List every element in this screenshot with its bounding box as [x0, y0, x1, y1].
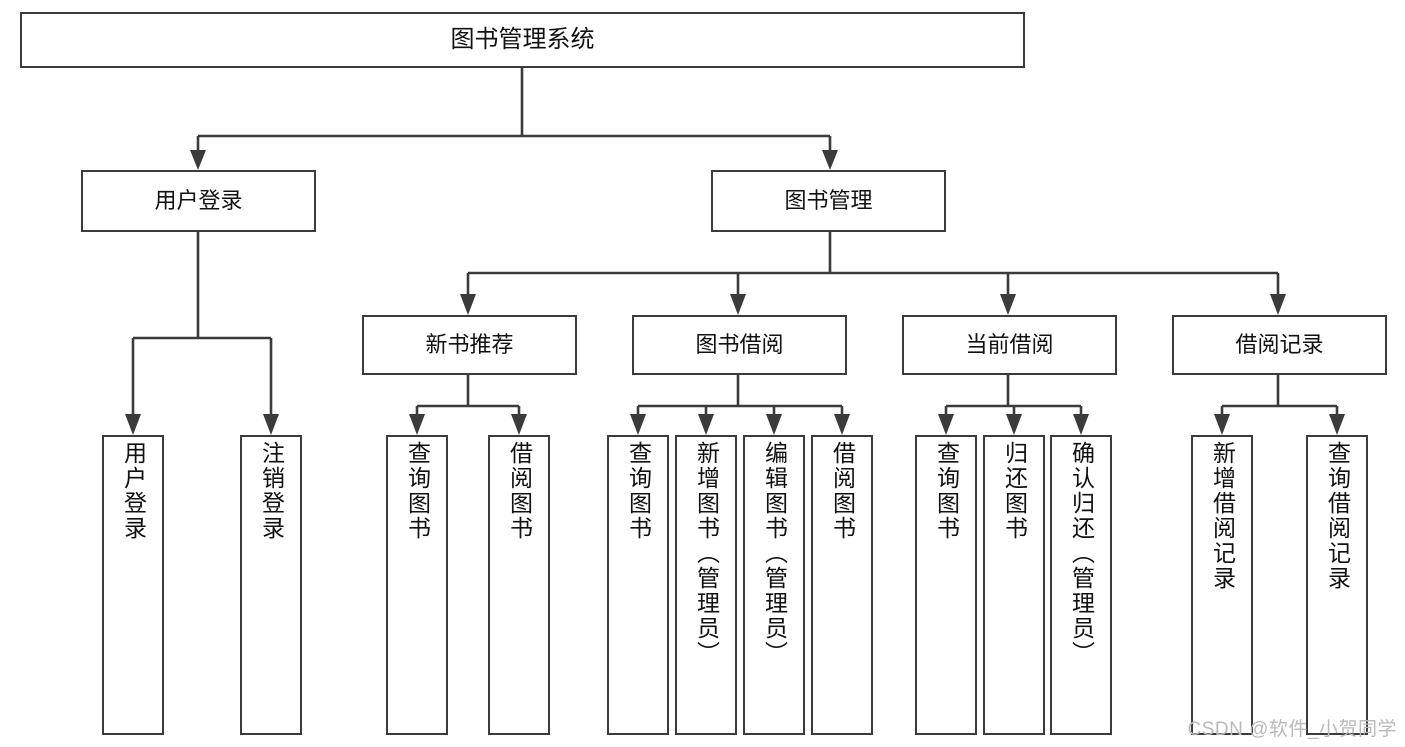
node-label: 借阅图书 — [829, 441, 856, 541]
arrow-borrowrecord — [1270, 294, 1286, 315]
node-label: 归还图书 — [1001, 441, 1028, 541]
arrow-bookmgmt — [822, 150, 838, 170]
node-label: 确认归还（管理员） — [1068, 441, 1095, 666]
node-label: 查询图书 — [625, 441, 652, 541]
node-label: 借阅记录 — [1235, 332, 1324, 358]
node-label: 图书借阅 — [695, 332, 784, 358]
arrow-leaf-bb-query — [630, 414, 646, 435]
node-label: 借阅图书 — [506, 441, 533, 541]
arrow-currentborrow — [1000, 294, 1016, 315]
node-borrow-record[interactable]: 借阅记录 — [1172, 315, 1387, 375]
node-label: 当前借阅 — [965, 332, 1054, 358]
node-label: 注销登录 — [258, 441, 285, 541]
node-label: 新增图书（管理员） — [693, 441, 720, 666]
arrow-leaf-bb-edit — [766, 414, 782, 435]
node-label: 图书管理系统 — [450, 25, 595, 53]
arrow-userlogin — [190, 150, 206, 170]
csdn-watermark: CSDN @软件_小贺同学 — [1187, 719, 1397, 740]
arrow-newbook — [460, 294, 476, 315]
arrow-leaf-user-logout — [263, 414, 279, 435]
leaf-borrowrecord-query-record[interactable]: 查询借阅记录 — [1306, 435, 1368, 735]
arrow-leaf-cb-confirm — [1073, 414, 1089, 435]
node-book-management[interactable]: 图书管理 — [711, 170, 946, 232]
arrow-leaf-cb-return — [1006, 414, 1022, 435]
node-current-borrow[interactable]: 当前借阅 — [902, 315, 1117, 375]
node-book-borrow[interactable]: 图书借阅 — [632, 315, 847, 375]
node-label: 用户登录 — [120, 441, 147, 541]
arrow-bookborrow — [730, 294, 746, 315]
arrow-leaf-br-query — [1329, 414, 1345, 435]
node-label: 查询图书 — [404, 441, 431, 541]
leaf-bookborrow-query-book[interactable]: 查询图书 — [607, 435, 669, 735]
leaf-newbook-borrow-book[interactable]: 借阅图书 — [488, 435, 550, 735]
arrow-leaf-user-login — [125, 414, 141, 435]
leaf-bookborrow-add-book-admin[interactable]: 新增图书（管理员） — [675, 435, 737, 735]
node-user-login[interactable]: 用户登录 — [81, 170, 316, 232]
leaf-newbook-query-book[interactable]: 查询图书 — [386, 435, 448, 735]
node-label: 查询借阅记录 — [1324, 441, 1351, 591]
arrow-leaf-br-add — [1214, 414, 1230, 435]
node-label: 编辑图书（管理员） — [761, 441, 788, 666]
leaf-currentborrow-query-book[interactable]: 查询图书 — [915, 435, 977, 735]
node-label: 图书管理 — [784, 188, 873, 214]
node-label: 查询图书 — [933, 441, 960, 541]
arrow-leaf-nb-query — [409, 414, 425, 435]
leaf-user-login[interactable]: 用户登录 — [102, 435, 164, 735]
node-label: 新增借阅记录 — [1209, 441, 1236, 591]
node-label: 用户登录 — [154, 188, 243, 214]
leaf-bookborrow-edit-book-admin[interactable]: 编辑图书（管理员） — [743, 435, 805, 735]
arrow-leaf-bb-borrow — [834, 414, 850, 435]
leaf-currentborrow-return-book[interactable]: 归还图书 — [983, 435, 1045, 735]
arrow-leaf-cb-query — [938, 414, 954, 435]
leaf-bookborrow-borrow-book[interactable]: 借阅图书 — [811, 435, 873, 735]
leaf-borrowrecord-add-record[interactable]: 新增借阅记录 — [1191, 435, 1253, 735]
node-label: 新书推荐 — [425, 332, 514, 358]
arrow-leaf-bb-add — [698, 414, 714, 435]
leaf-user-logout[interactable]: 注销登录 — [240, 435, 302, 735]
node-new-book-recommend[interactable]: 新书推荐 — [362, 315, 577, 375]
leaf-currentborrow-confirm-return-admin[interactable]: 确认归还（管理员） — [1050, 435, 1112, 735]
node-root-book-management-system[interactable]: 图书管理系统 — [20, 12, 1025, 68]
arrow-leaf-nb-borrow — [511, 414, 527, 435]
